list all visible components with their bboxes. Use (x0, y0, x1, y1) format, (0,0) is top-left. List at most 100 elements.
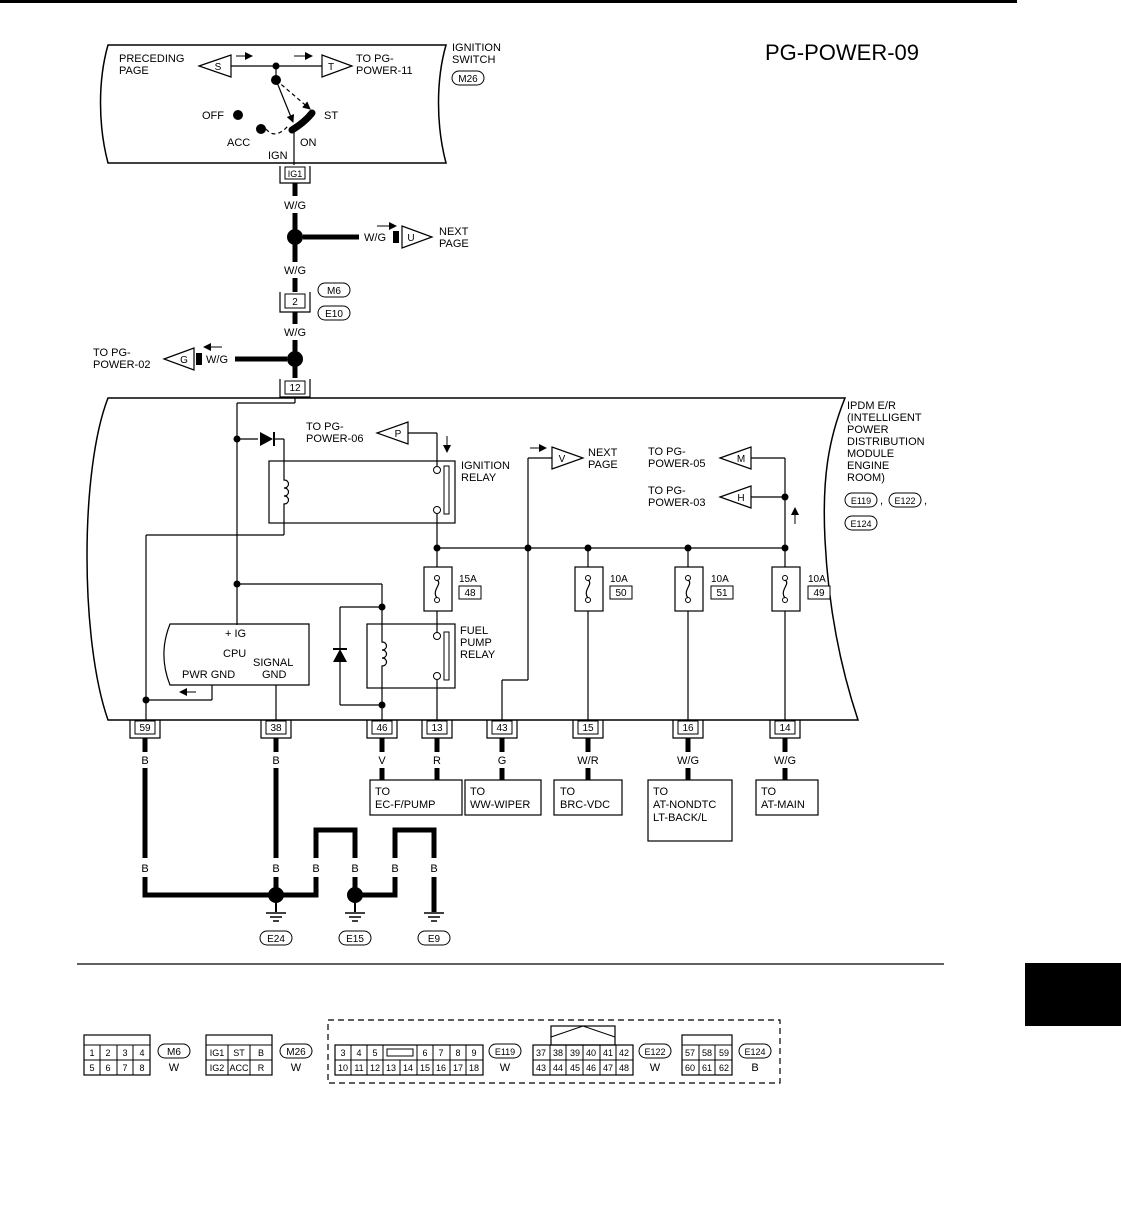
svg-text:E122: E122 (644, 1047, 665, 1057)
terminal-46: 46 (366, 720, 398, 739)
svg-text:14: 14 (779, 723, 791, 734)
ref-t-triangle: T (321, 54, 354, 78)
wire-59-color: B (141, 755, 148, 767)
splice-2 (287, 351, 303, 367)
svg-text:E124: E124 (744, 1047, 765, 1057)
to-pg-power-05-label-2: POWER-05 (648, 458, 705, 470)
svg-text:TO: TO (653, 786, 669, 798)
to-pg-power-03-label-1: TO PG- (648, 485, 686, 497)
svg-text:10A: 10A (808, 574, 826, 585)
connector-view-e119: 3 4 5 6 7 8 9 10 11 12 13 14 15 16 17 18… (334, 1043, 522, 1076)
cpu-block (163, 623, 310, 686)
svg-text:51: 51 (716, 588, 728, 599)
svg-text:18: 18 (469, 1063, 479, 1073)
ground-wire-b-5: B (391, 863, 398, 875)
svg-text:W: W (650, 1062, 661, 1074)
svg-text:41: 41 (603, 1048, 613, 1058)
svg-text:P: P (395, 429, 402, 440)
svg-text:48: 48 (619, 1063, 629, 1073)
svg-text:62: 62 (719, 1063, 729, 1073)
ground-wire-b-3: B (312, 863, 319, 875)
svg-text:15A: 15A (459, 574, 477, 585)
svg-text:IG1: IG1 (210, 1048, 225, 1058)
svg-text:48: 48 (464, 588, 476, 599)
ref-h-triangle: H (718, 485, 752, 509)
svg-text:E24: E24 (267, 934, 285, 945)
svg-text:IG2: IG2 (210, 1063, 225, 1073)
cpu-signal-gnd-label-2: GND (262, 669, 287, 681)
terminal-43: 43 (486, 720, 518, 739)
ignition-relay-label-2: RELAY (461, 472, 497, 484)
terminal-59: 59 (129, 720, 161, 739)
dest-ec-fpump: TO EC-F/PUMP (369, 779, 463, 816)
wire-15-color: W/R (577, 755, 598, 767)
ground-symbol-e15: E15 (338, 912, 372, 946)
ref-s-triangle: S (197, 54, 232, 78)
svg-text:12: 12 (289, 383, 301, 394)
svg-text:4: 4 (356, 1048, 361, 1058)
svg-text:E119: E119 (851, 496, 871, 506)
svg-text:11: 11 (354, 1063, 363, 1073)
connector-e124-tag: E124 (844, 515, 878, 531)
to-pg-power-02-label-2: POWER-02 (93, 359, 150, 371)
svg-text:E9: E9 (428, 934, 441, 945)
svg-text:BRC-VDC: BRC-VDC (560, 799, 610, 811)
ref-u-triangle: U (401, 225, 434, 249)
wire-color-wg-5: W/G (206, 354, 228, 366)
fuse-49: 10A 49 (771, 548, 831, 720)
svg-text:58: 58 (702, 1048, 712, 1058)
wire-14-color: W/G (774, 755, 796, 767)
switch-on-label: ON (300, 137, 317, 149)
svg-text:4: 4 (139, 1048, 144, 1058)
ipdm-terminal-12: 12 (279, 379, 311, 398)
terminal-38: 38 (260, 720, 292, 739)
switch-acc-label: ACC (227, 137, 250, 149)
svg-text:ST: ST (233, 1048, 245, 1058)
next-page-v-label-2: PAGE (588, 459, 618, 471)
to-pg-power-03-label-2: POWER-03 (648, 497, 705, 509)
svg-text:8: 8 (455, 1048, 460, 1058)
svg-text:43: 43 (496, 723, 508, 734)
svg-text:6: 6 (422, 1048, 427, 1058)
svg-text:40: 40 (586, 1048, 596, 1058)
ignition-switch-label-1: IGNITION (452, 42, 501, 54)
ignition-switch-box (99, 44, 447, 164)
to-pg-power-05-label-1: TO PG- (648, 446, 686, 458)
ignition-relay-label-1: IGNITION (461, 460, 510, 472)
cpu-label: CPU (223, 648, 246, 660)
svg-text:W: W (291, 1062, 302, 1074)
svg-text:13: 13 (386, 1063, 396, 1073)
svg-text:7: 7 (122, 1063, 127, 1073)
svg-text:46: 46 (586, 1063, 596, 1073)
svg-text:61: 61 (702, 1063, 712, 1073)
wire-color-wg-4: W/G (284, 327, 306, 339)
svg-text:49: 49 (813, 588, 825, 599)
switch-off-contact (233, 110, 243, 120)
dest-at-nondtc: TO AT-NONDTC LT-BACK/L (647, 779, 733, 842)
inline-connector-2: 2 (279, 292, 311, 313)
svg-text:EC-F/PUMP: EC-F/PUMP (375, 799, 436, 811)
connector-view-e124: 57 58 59 60 61 62 E124 B (681, 1034, 772, 1076)
svg-text:15: 15 (582, 723, 594, 734)
fuel-pump-relay-label-3: RELAY (460, 649, 496, 661)
dest-ww-wiper: TO WW-WIPER (464, 779, 542, 816)
fuel-pump-relay-label-2: PUMP (460, 637, 492, 649)
wire-16-color: W/G (677, 755, 699, 767)
svg-text:B: B (258, 1048, 264, 1058)
svg-text:M6: M6 (167, 1047, 181, 1058)
section-tab (1025, 963, 1121, 1026)
svg-text:47: 47 (603, 1063, 613, 1073)
svg-text:M6: M6 (327, 286, 341, 297)
connector-view-m26: IG1 ST B IG2 ACC R M26 W (205, 1034, 313, 1076)
svg-text:TO: TO (375, 786, 391, 798)
svg-text:12: 12 (370, 1063, 380, 1073)
switch-ign-label: IGN (268, 150, 288, 162)
terminal-15: 15 (572, 720, 604, 739)
switch-st-label: ST (324, 110, 338, 122)
svg-text:E10: E10 (325, 309, 343, 320)
svg-text:5: 5 (372, 1048, 377, 1058)
svg-text:13: 13 (431, 723, 443, 734)
svg-text:TO: TO (761, 786, 777, 798)
cpu-signal-gnd-label-1: SIGNAL (253, 657, 293, 669)
svg-text:MODULE: MODULE (847, 448, 894, 460)
